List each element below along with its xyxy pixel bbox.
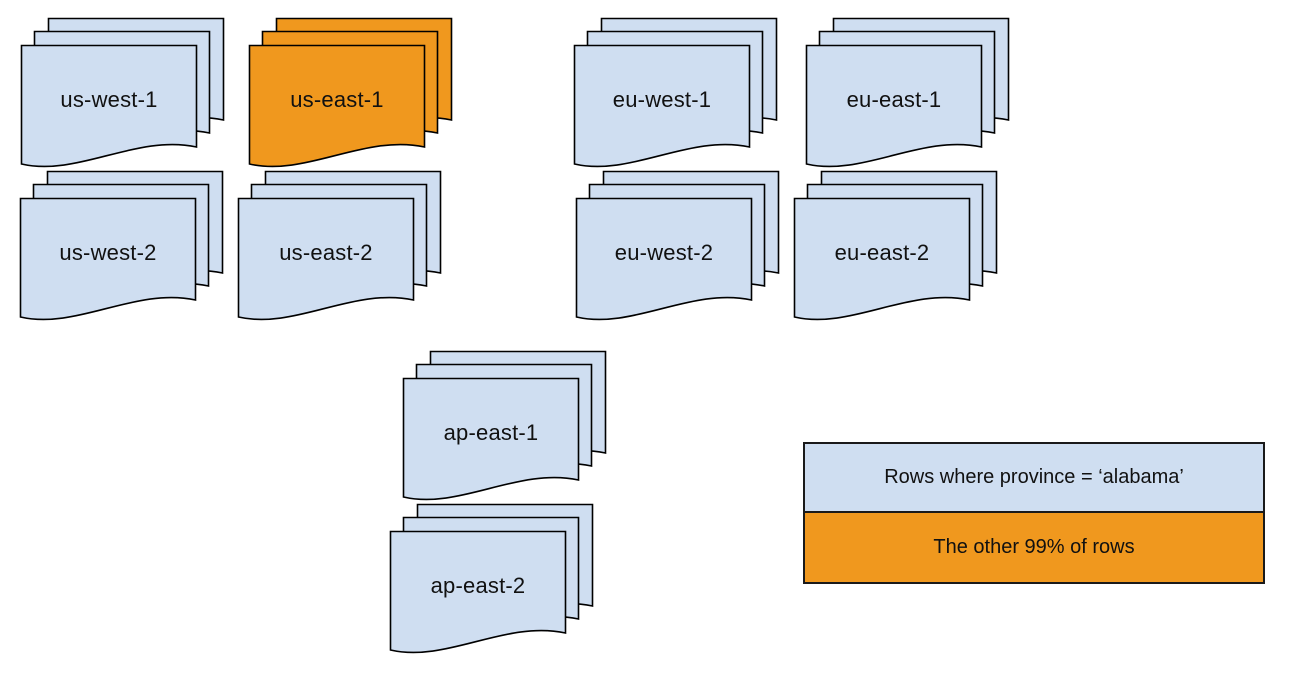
document-shape-front: [793, 197, 971, 321]
stack-eu-east-1: eu-east-1: [805, 17, 1010, 172]
stack-us-west-2: us-west-2: [19, 170, 224, 325]
document-shape-front: [248, 44, 426, 168]
legend-label: The other 99% of rows: [933, 536, 1135, 558]
document-shape-front: [805, 44, 983, 168]
stack-us-east-2: us-east-2: [237, 170, 442, 325]
stack-us-west-1: us-west-1: [20, 17, 225, 172]
legend-item-other-rows: The other 99% of rows: [805, 513, 1263, 582]
legend-item-alabama-rows: Rows where province = ‘alabama’: [805, 444, 1263, 513]
document-shape-front: [20, 44, 198, 168]
legend: Rows where province = ‘alabama’ The othe…: [803, 442, 1265, 584]
document-shape-front: [19, 197, 197, 321]
stack-ap-east-2: ap-east-2: [389, 503, 594, 658]
document-shape-front: [237, 197, 415, 321]
document-shape-front: [389, 530, 567, 654]
document-shape-front: [402, 377, 580, 501]
stack-eu-west-1: eu-west-1: [573, 17, 778, 172]
stack-ap-east-1: ap-east-1: [402, 350, 607, 505]
document-shape-front: [573, 44, 751, 168]
stack-eu-east-2: eu-east-2: [793, 170, 998, 325]
stack-us-east-1: us-east-1: [248, 17, 453, 172]
stack-eu-west-2: eu-west-2: [575, 170, 780, 325]
document-shape-front: [575, 197, 753, 321]
legend-label: Rows where province = ‘alabama’: [884, 466, 1184, 488]
